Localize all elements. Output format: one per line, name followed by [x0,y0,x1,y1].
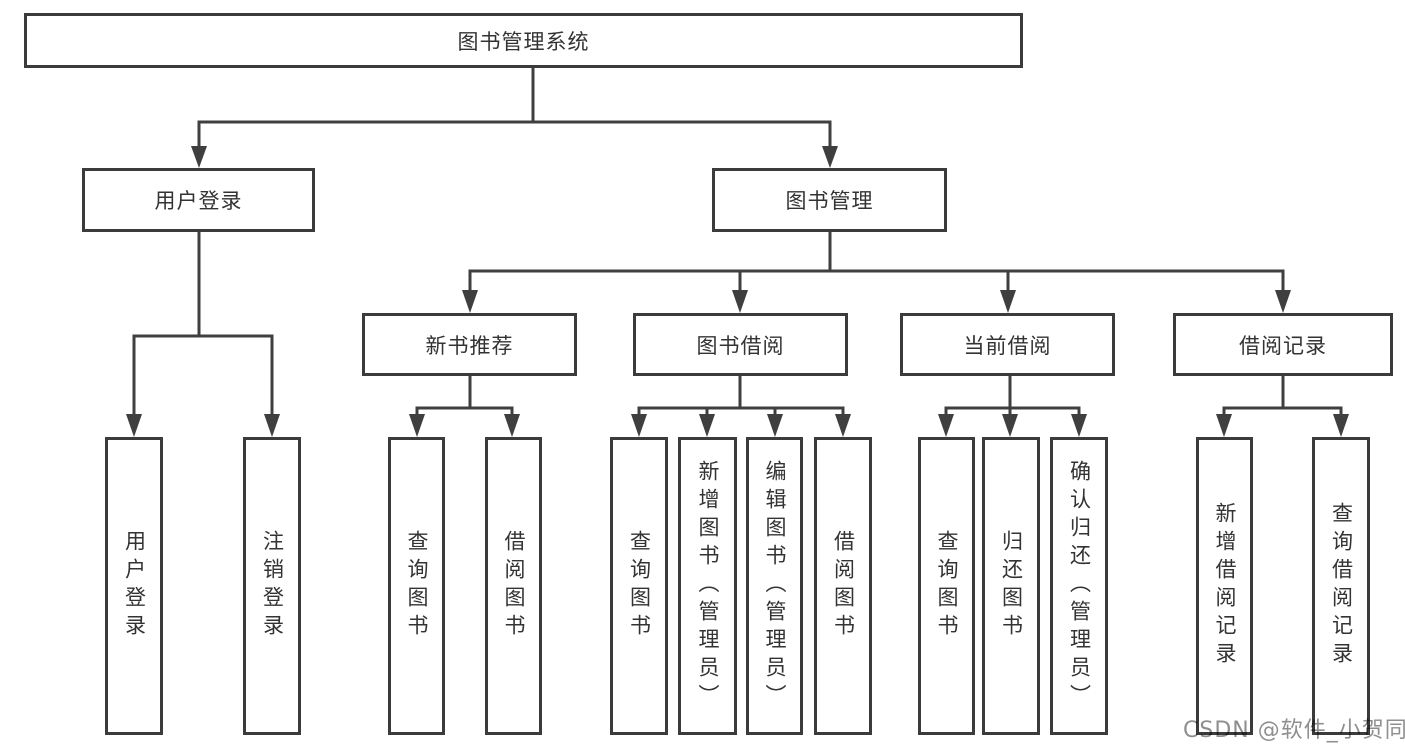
leaf-user-login: 用户登录 [105,437,163,735]
leaf-return-books: 归还图书 [982,437,1040,735]
node-book-management-label: 图书管理 [785,189,874,213]
leaf-return-books-label: 归还图书 [999,530,1024,642]
leaf-add-borrow-record-label: 新增借阅记录 [1213,502,1237,670]
node-new-book-recommend: 新书推荐 [362,313,577,376]
leaf-logout-label: 注销登录 [260,530,285,642]
leaf-confirm-return-admin: 确认归还（管理员） [1050,437,1108,735]
node-root-label: 图书管理系统 [457,29,590,54]
leaf-add-books-admin: 新增图书（管理员） [678,437,737,735]
leaf-query-borrow-record-label: 查询借阅记录 [1329,502,1354,670]
node-book-management: 图书管理 [712,168,947,232]
leaf-recommend-query-books-label: 查询图书 [405,530,429,642]
node-current-borrow: 当前借阅 [900,313,1115,376]
leaf-query-borrow-record: 查询借阅记录 [1312,437,1370,735]
node-book-borrow-label: 图书借阅 [696,333,785,358]
node-current-borrow-label: 当前借阅 [963,333,1052,358]
node-borrow-records: 借阅记录 [1173,313,1393,376]
leaf-edit-books-admin: 编辑图书（管理员） [746,437,803,735]
node-book-borrow: 图书借阅 [633,313,848,376]
node-root: 图书管理系统 [24,13,1023,68]
leaf-recommend-query-books: 查询图书 [388,437,445,735]
leaf-borrow-books-label: 借阅图书 [831,530,856,642]
leaf-confirm-return-admin-label: 确认归还（管理员） [1067,460,1092,712]
node-user-login-label: 用户登录 [154,189,243,213]
leaf-recommend-borrow-books-label: 借阅图书 [502,530,526,642]
node-user-login: 用户登录 [82,168,315,232]
leaf-add-borrow-record: 新增借阅记录 [1196,437,1253,735]
leaf-borrow-query-books: 查询图书 [610,437,668,735]
node-borrow-records-label: 借阅记录 [1239,333,1327,358]
leaf-edit-books-admin-label: 编辑图书（管理员） [763,460,787,712]
leaf-user-login-label: 用户登录 [122,530,147,642]
leaf-current-query-books-label: 查询图书 [935,530,959,642]
leaf-borrow-books: 借阅图书 [814,437,872,735]
leaf-recommend-borrow-books: 借阅图书 [485,437,542,735]
leaf-logout: 注销登录 [243,437,301,735]
leaf-borrow-query-books-label: 查询图书 [627,530,652,642]
leaf-add-books-admin-label: 新增图书（管理员） [696,460,720,712]
watermark: CSDN @软件_小贺同学 [1183,718,1405,743]
node-new-book-recommend-label: 新书推荐 [425,333,514,358]
leaf-current-query-books: 查询图书 [918,437,975,735]
